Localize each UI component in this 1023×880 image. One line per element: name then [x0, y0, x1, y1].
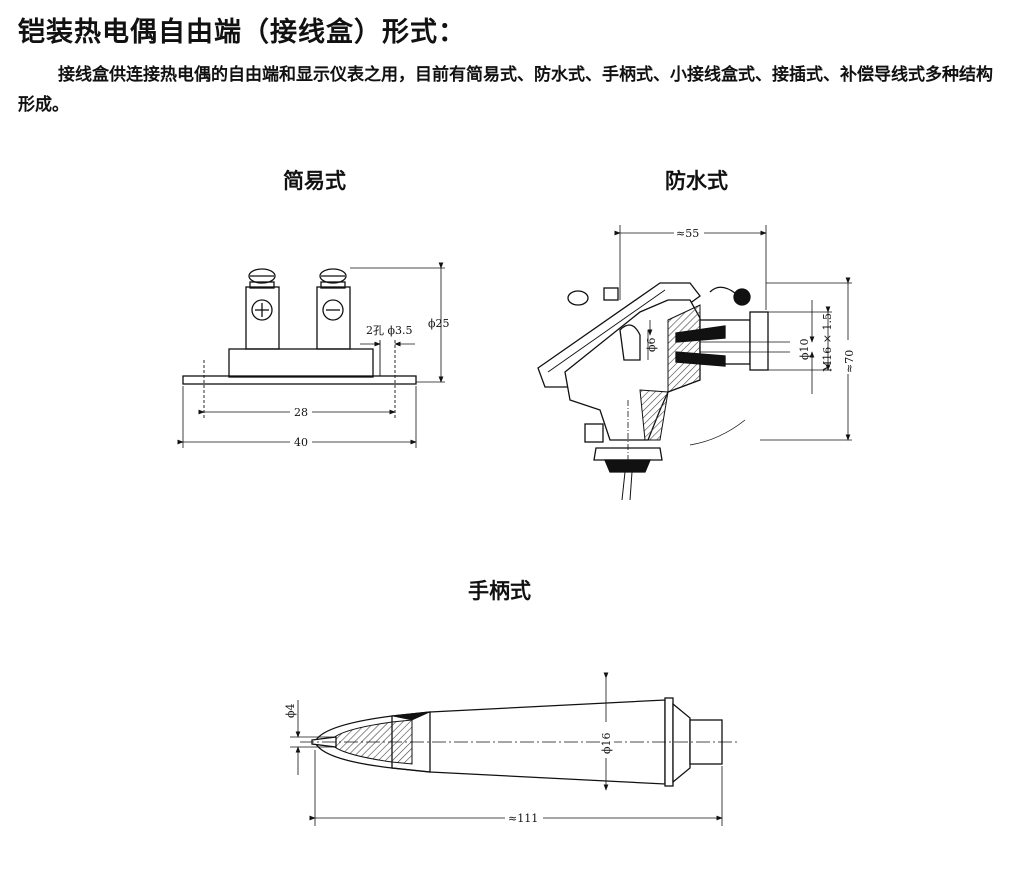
caption-waterproof: 防水式: [665, 168, 728, 193]
waterproof-dimensions: [614, 225, 852, 441]
handle-drawing: [300, 697, 740, 787]
page-title: 铠装热电偶自由端（接线盒）形式：: [18, 17, 466, 48]
dim-box-height: ≈70: [843, 350, 856, 373]
intro-paragraph: 接线盒供连接热电偶的自由端和显示仪表之用，目前有简易式、防水式、手柄式、小接线盒…: [18, 60, 1008, 120]
dim-d10: ϕ10: [798, 339, 811, 361]
dim-inner-width: 28: [294, 406, 308, 419]
lid-knob: [733, 288, 751, 306]
dim-d6: ϕ6: [645, 338, 658, 353]
intro-text: 接线盒供连接热电偶的自由端和显示仪表之用，目前有简易式、防水式、手柄式、小接线盒…: [18, 65, 993, 115]
dim-hole: 2孔 ϕ3.5: [366, 324, 413, 337]
simple-insulator-block: [228, 348, 374, 378]
dim-thread: M16 × 1.5: [821, 313, 834, 372]
caption-simple: 简易式: [283, 168, 346, 193]
dim-outer-width: 40: [294, 436, 308, 449]
minus-icon: [322, 299, 344, 321]
dim-box-width: ≈55: [676, 227, 699, 240]
caption-handle: 手柄式: [468, 578, 531, 603]
screw-head-right: [319, 268, 347, 284]
terminal-negative: [316, 286, 351, 350]
terminal-positive: [245, 286, 280, 350]
dim-body-diameter: ϕ16: [600, 733, 613, 755]
screw-head-left: [248, 268, 276, 284]
simple-base-plate: [182, 375, 417, 385]
simple-terminal-drawing: [177, 262, 445, 448]
plus-icon: [251, 299, 273, 321]
dim-height: ϕ25: [428, 317, 450, 330]
dim-tip-diameter: ϕ4: [284, 704, 297, 719]
dim-length: ≈111: [508, 812, 538, 825]
waterproof-box-drawing: [537, 282, 790, 501]
